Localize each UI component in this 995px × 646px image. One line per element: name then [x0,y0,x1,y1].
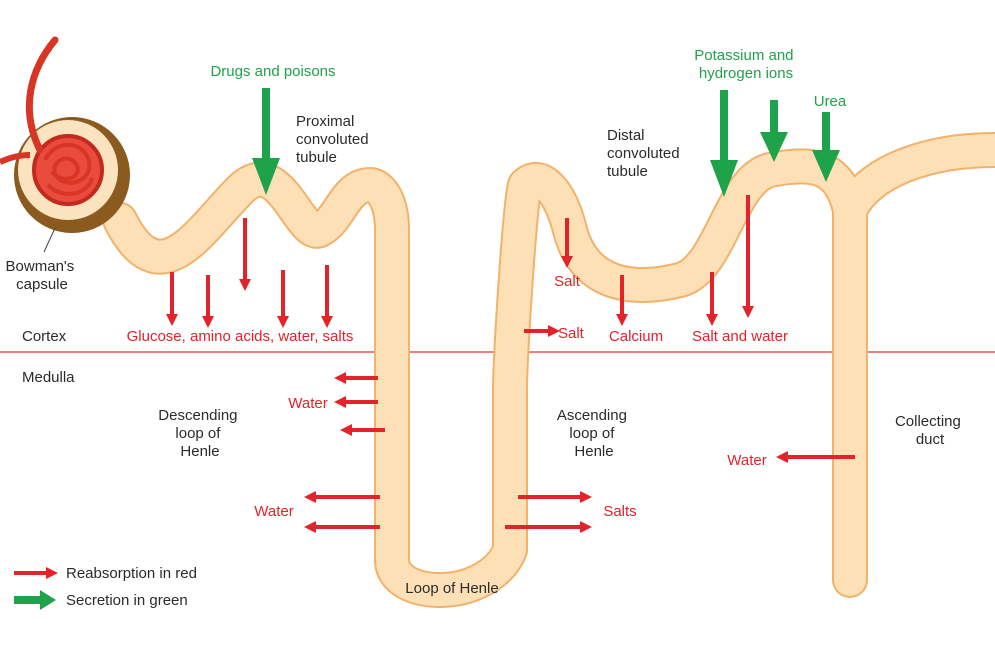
proximal-tubule-label: Proximal convoluted tubule [296,113,373,166]
ascending-loop-label: Ascending loop of Henle [557,407,631,460]
calcium-label: Calcium [609,328,663,345]
legend-green-arrow-icon [14,590,56,610]
collecting-duct-label: Collecting duct [895,413,965,448]
water-descending-label: Water [288,395,327,412]
glomerulus [32,134,104,206]
cortex-label: Cortex [22,328,67,345]
efferent-arteriole [0,152,31,165]
nephron-tubule [102,132,995,608]
urea-label: Urea [814,93,847,110]
bowmans-capsule [0,36,130,233]
loop-of-henle-label: Loop of Henle [405,580,498,597]
medulla-label: Medulla [22,369,75,386]
salt-distal-label: Salt [554,273,581,290]
descending-loop-label: Descending loop of Henle [158,407,241,460]
secretion-arrow [760,100,788,162]
bowmans-capsule-label: Bowman's capsule [6,258,79,293]
potassium-hydrogen-label: Potassium and hydrogen ions [694,47,797,82]
glucose-label: Glucose, amino acids, water, salts [127,328,354,345]
water-loop-bottom-label: Water [254,503,293,520]
salt-boundary-label: Salt [558,325,585,342]
distal-tubule-label: Distal convoluted tubule [607,127,684,180]
salt-and-water-label: Salt and water [692,328,788,345]
afferent-arteriole [25,36,59,154]
secretion-arrow [252,88,280,195]
reabsorption-arrows [166,195,855,533]
secretion-arrow [710,90,738,197]
legend-secretion-label: Secretion in green [66,592,188,609]
secretion-arrows [252,88,840,197]
water-collecting-label: Water [727,452,766,469]
secretion-arrow [812,112,840,182]
drugs-poisons-label: Drugs and poisons [210,63,335,80]
bowmans-leader [43,227,56,253]
legend-reabsorption-label: Reabsorption in red [66,565,197,582]
legend: Reabsorption in red Secretion in green [14,565,197,610]
salts-ascending-label: Salts [603,503,636,520]
